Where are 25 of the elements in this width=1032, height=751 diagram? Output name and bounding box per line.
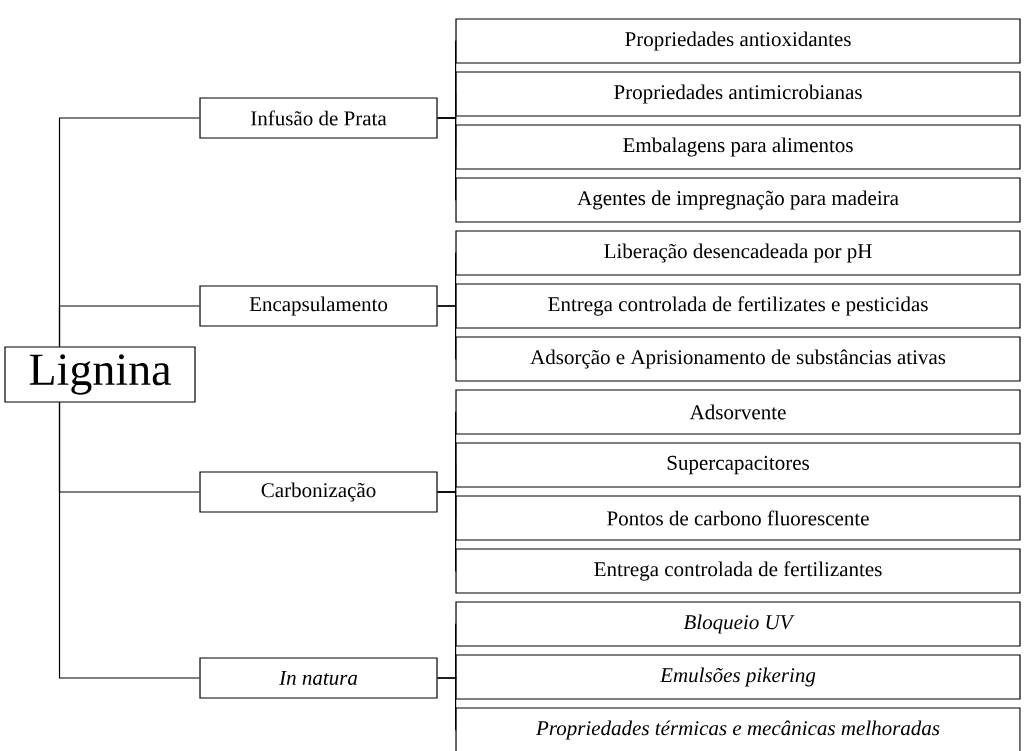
leaf-box: Embalagens para alimentos — [455, 124, 1021, 170]
connector-line — [437, 677, 457, 731]
leaf-box: Liberação desencadeada por pH — [455, 230, 1021, 276]
leaf-box: Propriedades antioxidantes — [455, 18, 1021, 64]
category-box: In natura — [199, 657, 438, 699]
connector-line — [437, 491, 457, 572]
connector-line — [437, 117, 457, 201]
category-box: Carbonização — [199, 471, 438, 513]
leaf-box: Supercapacitores — [455, 442, 1021, 488]
category-box: Encapsulamento — [199, 285, 438, 327]
leaf-box: Bloqueio UV — [455, 601, 1021, 647]
leaf-box: Propriedades térmicas e mecânicas melhoradas — [455, 707, 1021, 751]
connector-line — [58, 305, 200, 347]
leaf-box: Pontos de carbono fluorescente — [455, 495, 1021, 541]
leaf-box: Entrega controlada de fertilizantes — [455, 548, 1021, 594]
category-box: Infusão de Prata — [199, 97, 438, 139]
leaf-box: Agentes de impregnação para madeira — [455, 177, 1021, 223]
connector-line — [437, 305, 457, 360]
leaf-box: Adsorvente — [455, 389, 1021, 435]
root-box: Lignina — [4, 346, 196, 403]
leaf-box: Adsorção e Aprisionamento de substâncias ativas — [455, 336, 1021, 382]
leaf-box: Entrega controlada de fertilizates e pesticidas — [455, 283, 1021, 329]
leaf-box: Propriedades antimicrobianas — [455, 71, 1021, 117]
connector-line — [58, 402, 200, 679]
leaf-box: Emulsões pikering — [455, 654, 1021, 700]
